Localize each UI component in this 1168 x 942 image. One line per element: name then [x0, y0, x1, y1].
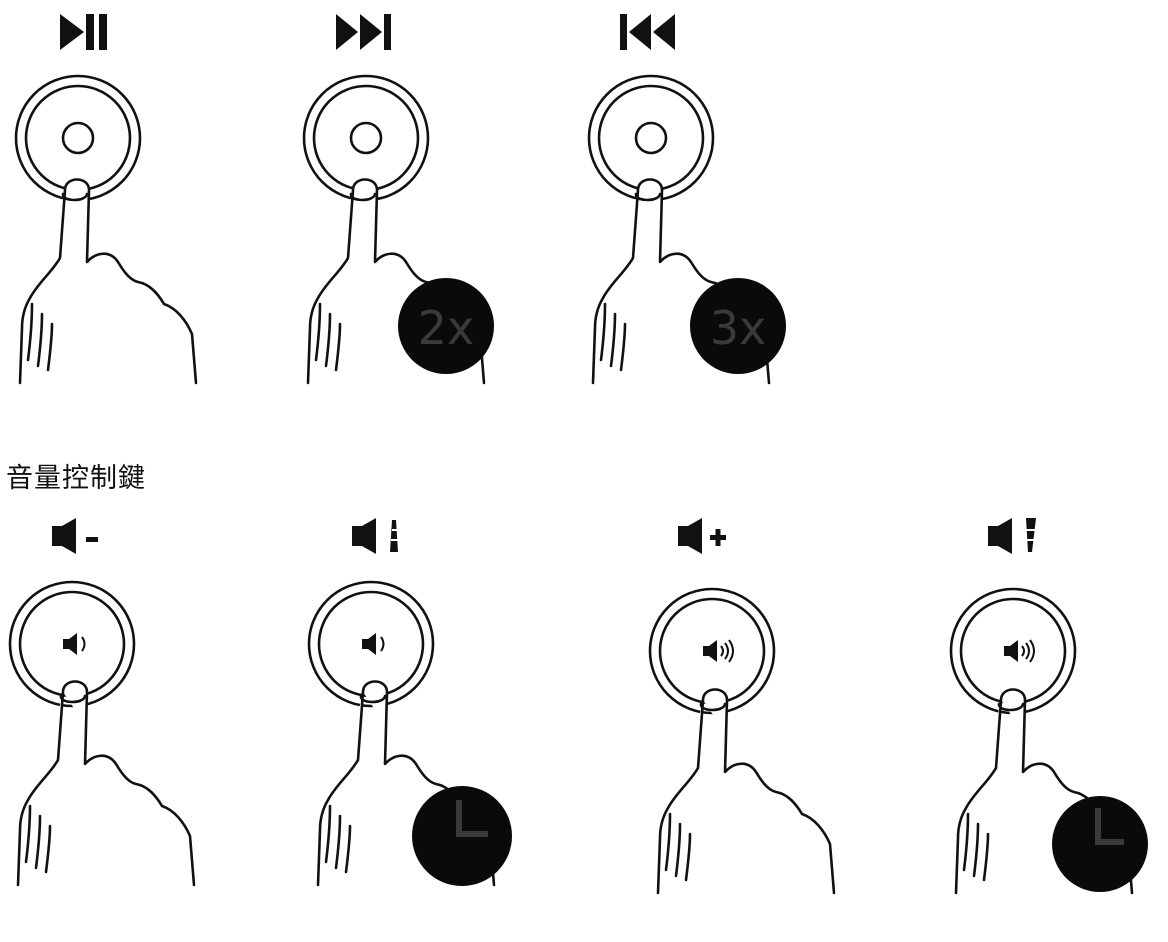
speaker-low-icon	[63, 633, 86, 655]
hand-icon	[16, 680, 196, 887]
badge-2x-text: 2x	[418, 301, 475, 355]
media-button	[302, 74, 430, 202]
volume-minus-icon	[52, 518, 98, 554]
volume-plus-icon	[678, 518, 726, 554]
triple-press-badge: 3x	[690, 278, 786, 374]
panel-volume-down	[8, 518, 196, 887]
next-track-icon	[336, 14, 391, 50]
speaker-high-icon	[1004, 639, 1035, 663]
double-press-badge: 2x	[398, 278, 494, 374]
volume-ramp-up-icon	[988, 518, 1036, 554]
panel-volume-up	[648, 518, 836, 895]
section-title-volume-controls: 音量控制鍵	[6, 463, 146, 494]
panel-next-track: 2x	[302, 14, 494, 385]
previous-track-icon	[620, 14, 675, 50]
panel-volume-down-hold	[307, 518, 512, 887]
speaker-high-icon	[703, 639, 734, 663]
panel-play-pause	[14, 14, 198, 385]
speaker-low-icon	[362, 633, 385, 655]
play-pause-icon	[60, 14, 107, 50]
media-button	[14, 74, 142, 202]
hand-icon	[18, 178, 198, 385]
clock-icon	[412, 786, 512, 886]
volume-button	[949, 587, 1077, 715]
volume-ramp-down-icon	[352, 518, 398, 554]
clock-icon	[1052, 796, 1148, 892]
volume-button	[307, 580, 435, 708]
volume-button	[8, 580, 136, 708]
panel-previous-track: 3x	[587, 14, 786, 385]
hand-icon	[656, 688, 836, 895]
volume-button	[648, 587, 776, 715]
media-button	[587, 74, 715, 202]
badge-3x-text: 3x	[710, 301, 767, 355]
panel-volume-up-hold	[949, 518, 1148, 895]
